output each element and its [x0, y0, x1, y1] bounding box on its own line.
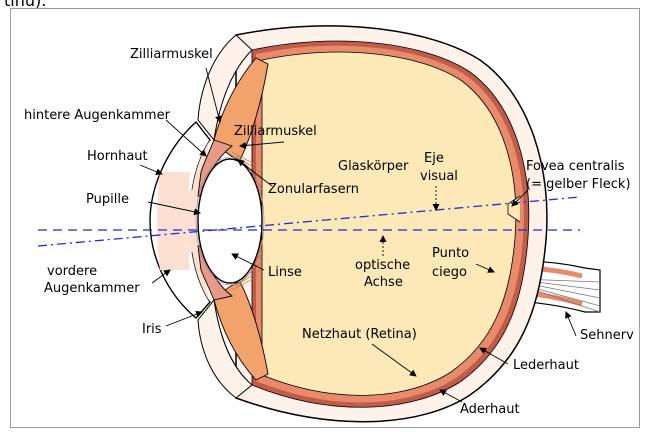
vitreous-body: [262, 52, 516, 395]
label-augenkammer: Augenkammer: [44, 281, 140, 296]
label-pupille: Pupille: [86, 192, 129, 207]
label-netzhaut: Netzhaut (Retina): [302, 327, 417, 342]
label-hornhaut: Hornhaut: [87, 149, 148, 164]
label-zilliarmuskel-top: Zilliarmuskel: [130, 47, 213, 62]
label-gelber-fleck: (= gelber Fleck): [526, 177, 631, 192]
label-eje: Eje: [424, 151, 444, 166]
label-glaskoerper: Glaskörper: [338, 159, 409, 174]
label-aderhaut: Aderhaut: [460, 402, 520, 417]
label-zonularfasern: Zonularfasern: [268, 182, 359, 197]
label-achse: Achse: [364, 275, 403, 290]
label-lederhaut: Lederhaut: [513, 358, 579, 373]
label-punto: Punto: [432, 246, 469, 261]
label-linse: Linse: [268, 265, 302, 280]
label-visual: visual: [420, 169, 458, 184]
label-ciego: ciego: [432, 265, 467, 280]
label-fovea-centralis: Fovea centralis: [526, 159, 625, 174]
label-vordere: vordere: [47, 264, 97, 279]
label-hintere-augenkammer: hintere Augenkammer: [24, 108, 171, 123]
label-iris: Iris: [142, 322, 162, 337]
label-sehnerv: Sehnerv: [580, 328, 634, 343]
label-optische: optische: [355, 258, 410, 273]
label-zilliarmuskel-inner: Zilliarmuskel: [234, 124, 317, 139]
